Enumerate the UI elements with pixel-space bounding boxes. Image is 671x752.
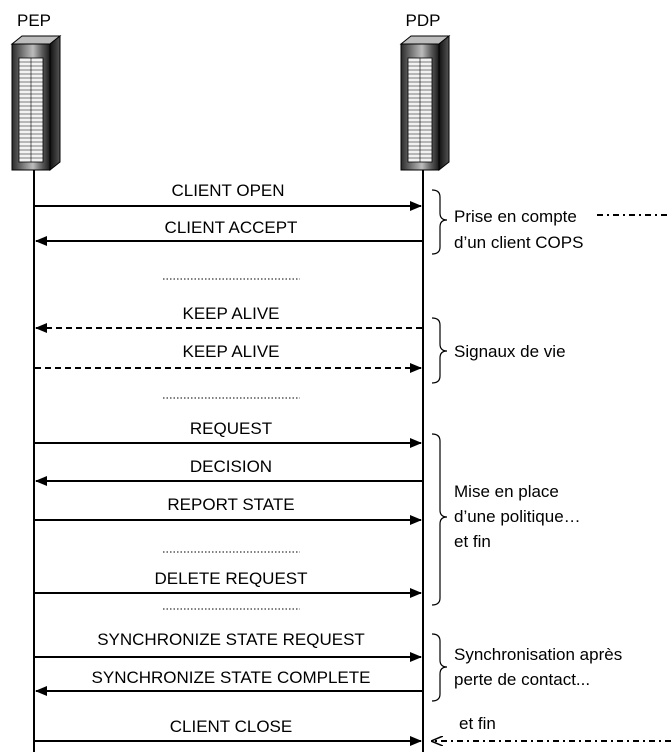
message-client-accept: CLIENT ACCEPT — [35, 218, 422, 246]
phase-label-line: d’une politique… — [454, 507, 581, 526]
phase-label-line: et fin — [459, 714, 496, 733]
phase-label-line: Prise en compte — [454, 207, 577, 226]
message-keep-alive-right: KEEP ALIVE — [35, 342, 422, 373]
message-label: CLIENT ACCEPT — [165, 218, 298, 237]
phase-label-line: Synchronisation après — [454, 645, 622, 664]
phase-label-line: Mise en place — [454, 482, 559, 501]
message-synchronize-state-complete: SYNCHRONIZE STATE COMPLETE — [35, 668, 422, 696]
message-request: REQUEST — [35, 419, 422, 448]
message-label: REPORT STATE — [167, 495, 294, 514]
phase-brace — [431, 433, 448, 606]
message-delete-request: DELETE REQUEST — [35, 569, 422, 598]
pdp-label: PDP — [406, 11, 441, 30]
phase-brace — [431, 633, 448, 702]
message-label: DELETE REQUEST — [154, 569, 307, 588]
phase-label-line: et fin — [454, 532, 491, 551]
pep-label: PEP — [17, 11, 51, 30]
phase-label-line: d’un client COPS — [454, 233, 583, 252]
message-label: SYNCHRONIZE STATE COMPLETE — [92, 668, 371, 687]
message-client-open: CLIENT OPEN — [35, 181, 422, 211]
message-decision: DECISION — [35, 457, 422, 486]
message-label: KEEP ALIVE — [182, 342, 279, 361]
phase-label-line: perte de contact... — [454, 670, 590, 689]
phase-brace — [431, 317, 448, 384]
message-label: DECISION — [190, 457, 272, 476]
message-label: SYNCHRONIZE STATE REQUEST — [97, 630, 365, 649]
message-label: CLIENT CLOSE — [170, 717, 293, 736]
message-synchronize-state-request: SYNCHRONIZE STATE REQUEST — [35, 630, 422, 662]
message-report-state: REPORT STATE — [35, 495, 422, 525]
message-keep-alive-left: KEEP ALIVE — [35, 304, 422, 333]
phase-brace — [431, 189, 448, 255]
pep-server-icon — [10, 34, 62, 172]
message-label: CLIENT OPEN — [171, 181, 284, 200]
message-label: KEEP ALIVE — [182, 304, 279, 323]
message-client-close: CLIENT CLOSE — [35, 717, 422, 746]
pdp-server-icon — [399, 34, 451, 172]
phase-label-line: Signaux de vie — [454, 342, 566, 361]
message-label: REQUEST — [190, 419, 272, 438]
